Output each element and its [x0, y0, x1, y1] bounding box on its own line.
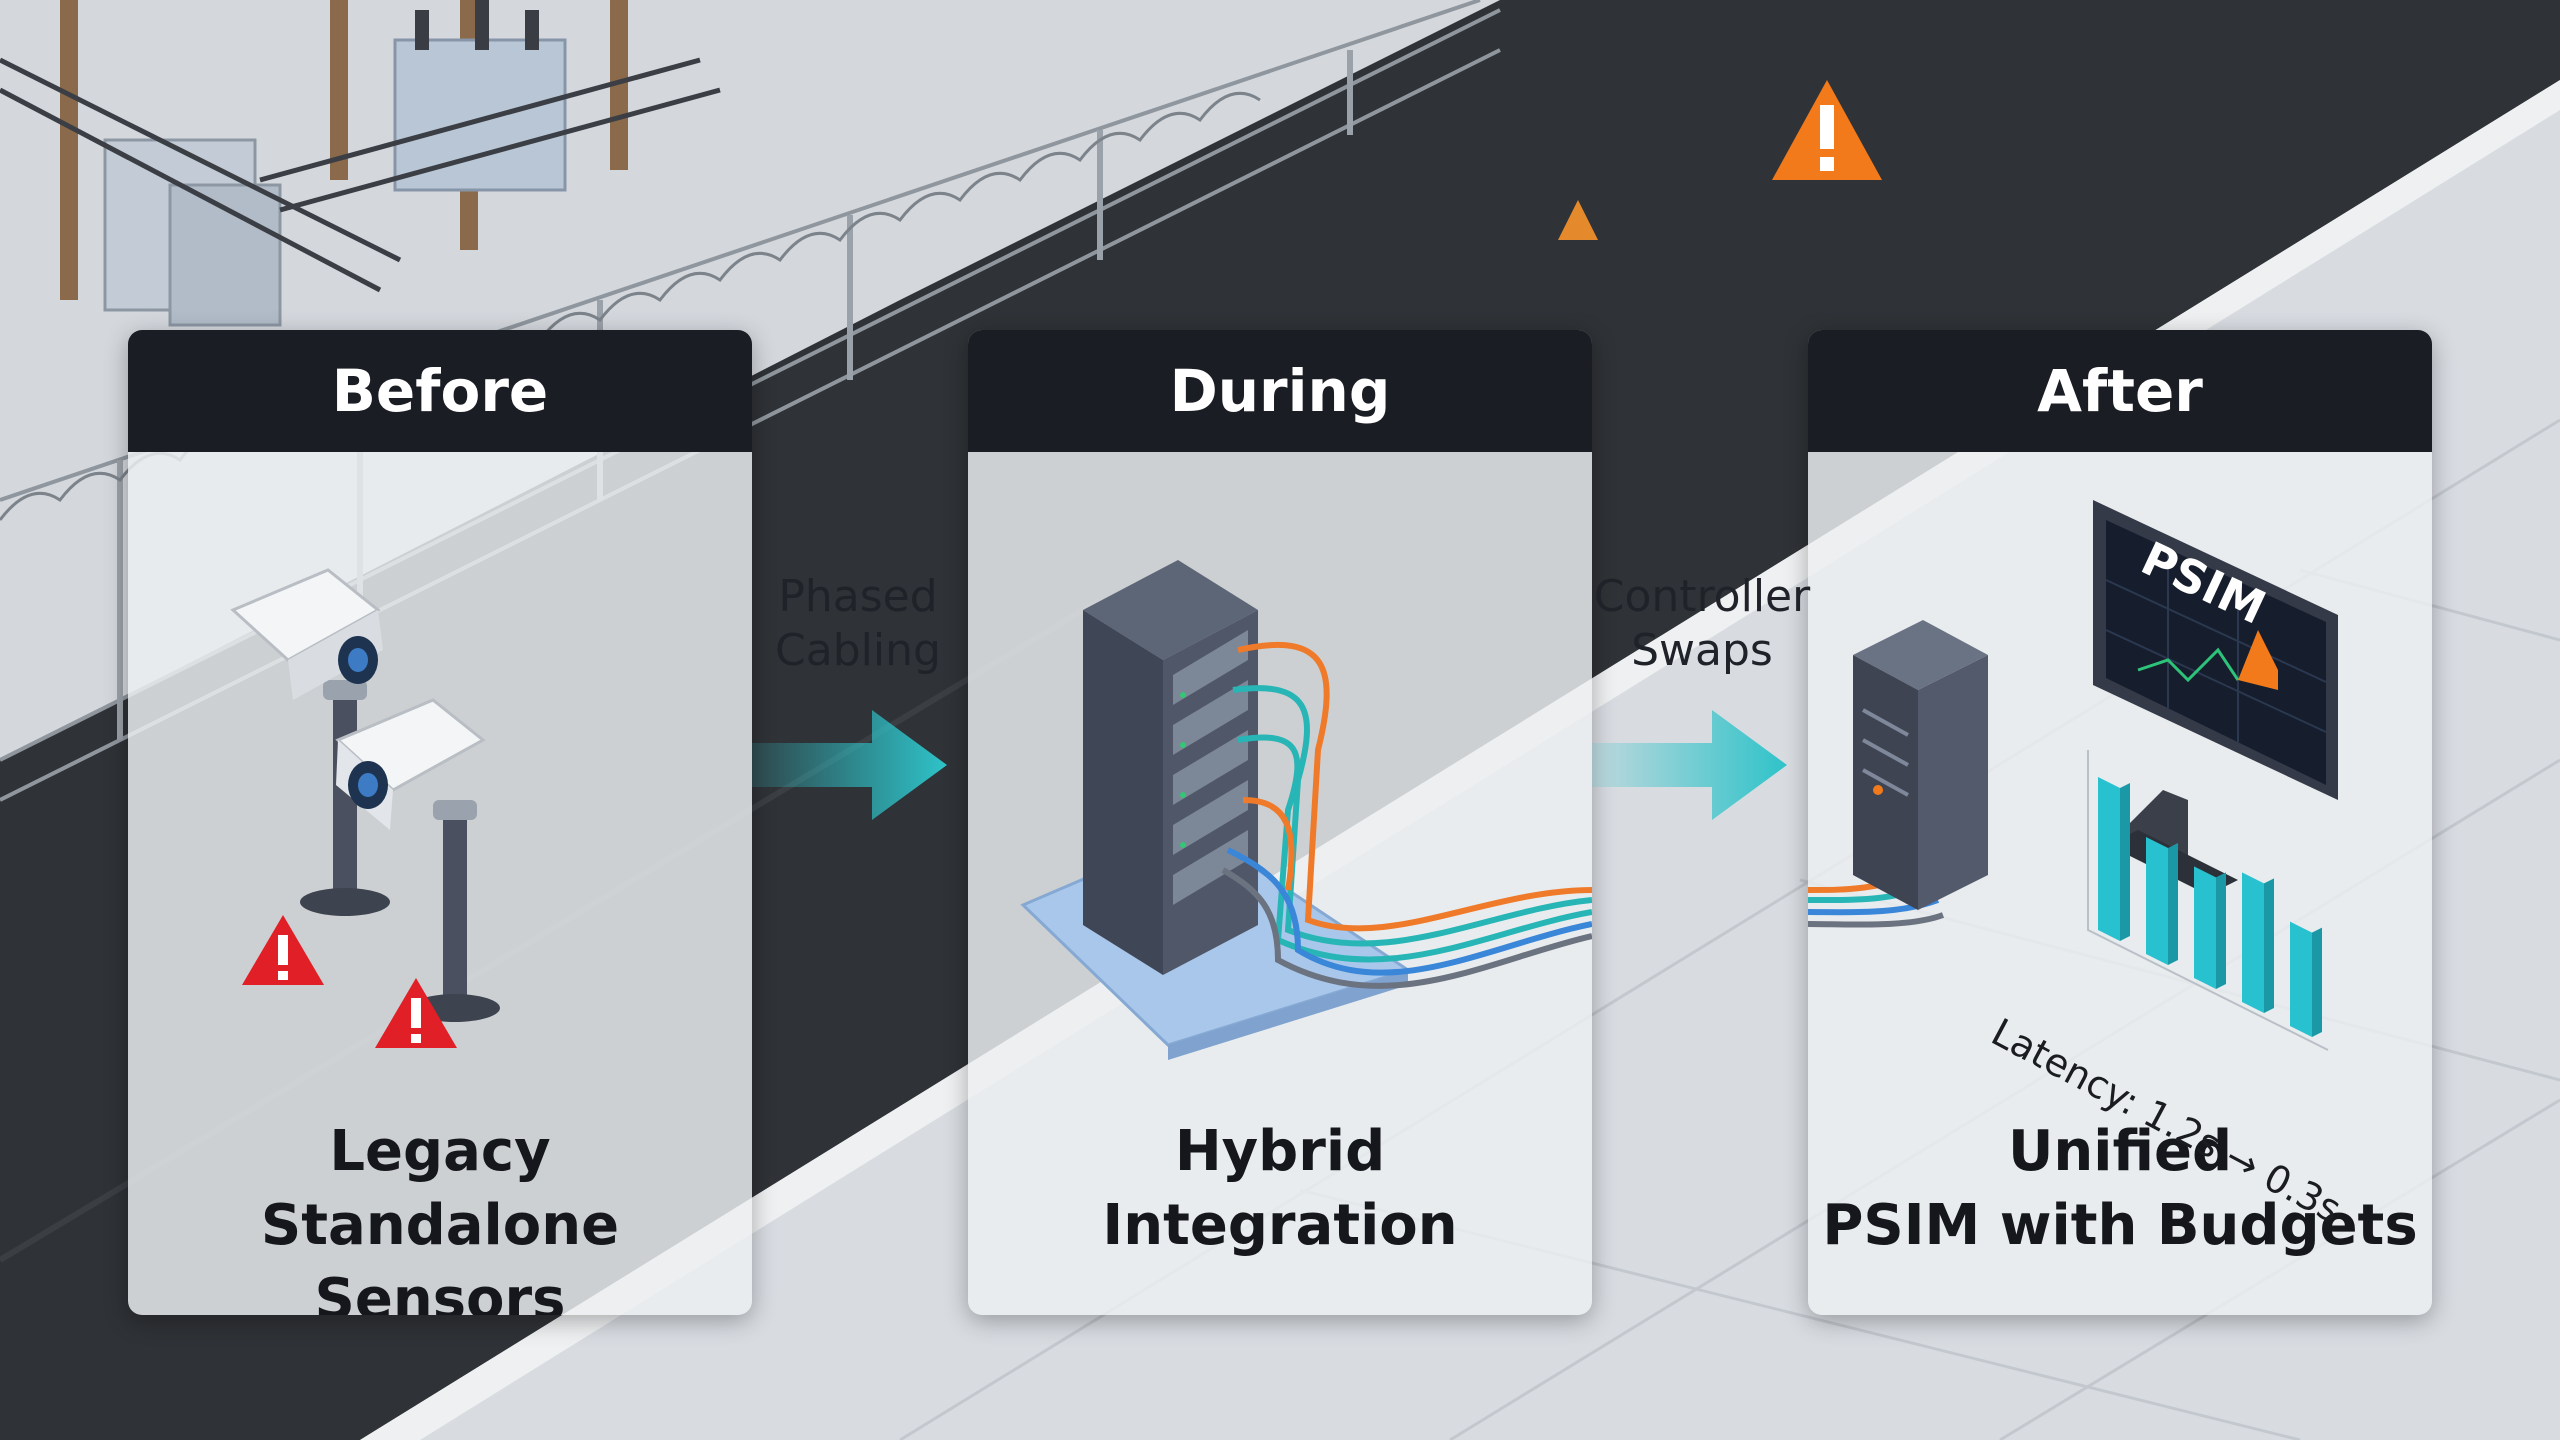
network-cables [1221, 642, 1592, 989]
latency-bar [2098, 777, 2120, 941]
stage-caption: Hybrid Integration [968, 1115, 1592, 1263]
stage-during-panel: During Hybrid Int [968, 330, 1592, 1315]
server-rack-icon [1083, 560, 1258, 975]
latency-bar [2290, 921, 2312, 1037]
latency-bar-chart [2087, 750, 2329, 1051]
stage-caption: Legacy Standalone Sensors [128, 1115, 752, 1315]
latency-bar-side [2264, 878, 2274, 1013]
latency-bar-side [2120, 783, 2130, 941]
transition-label: Phased Cabling [756, 570, 960, 678]
latency-bar-side [2312, 927, 2322, 1037]
stage-before-panel: Before [128, 330, 752, 1315]
warning-icon [375, 978, 457, 1048]
psim-illustration: PSIM [1808, 500, 2338, 1051]
stage-caption-line: Integration [1102, 1193, 1458, 1258]
stage-header: Before [128, 330, 752, 452]
latency-bar-side [2216, 872, 2226, 989]
stage-header: After [1808, 330, 2432, 452]
arrow-right-icon [1592, 710, 1787, 820]
transition-label: Controller Swaps [1592, 570, 1812, 678]
security-camera-icon [335, 698, 500, 1022]
stage-caption-line: Standalone Sensors [260, 1193, 620, 1315]
transition-label-line: Cabling [775, 625, 941, 676]
road-warning-icon [1772, 80, 1882, 180]
arrow-right-icon [752, 710, 947, 820]
legacy-camera-illustration [230, 568, 500, 1048]
substation-equipment [0, 0, 721, 327]
latency-bar [2242, 872, 2264, 1013]
stage-caption-line: Legacy [329, 1119, 551, 1184]
transition-label-line: Phased [778, 571, 938, 622]
stage-caption-line: Unified [2007, 1119, 2233, 1184]
latency-bar [2146, 837, 2168, 965]
stage-after-panel: After [1808, 330, 2432, 1315]
server-tower-icon [1853, 620, 1988, 910]
transition-label-line: Swaps [1631, 625, 1773, 676]
stage-caption-line: Hybrid [1174, 1119, 1386, 1184]
stage-caption: Unified PSIM with Budgets [1808, 1115, 2432, 1263]
warning-icon [242, 915, 324, 985]
stage-header: During [968, 330, 1592, 452]
stage-caption-line: PSIM with Budgets [1822, 1193, 2418, 1258]
latency-bar [2194, 866, 2216, 989]
transition-label-line: Controller [1593, 571, 1811, 622]
latency-bar-side [2168, 843, 2178, 965]
server-rack-illustration [1020, 560, 1592, 1060]
